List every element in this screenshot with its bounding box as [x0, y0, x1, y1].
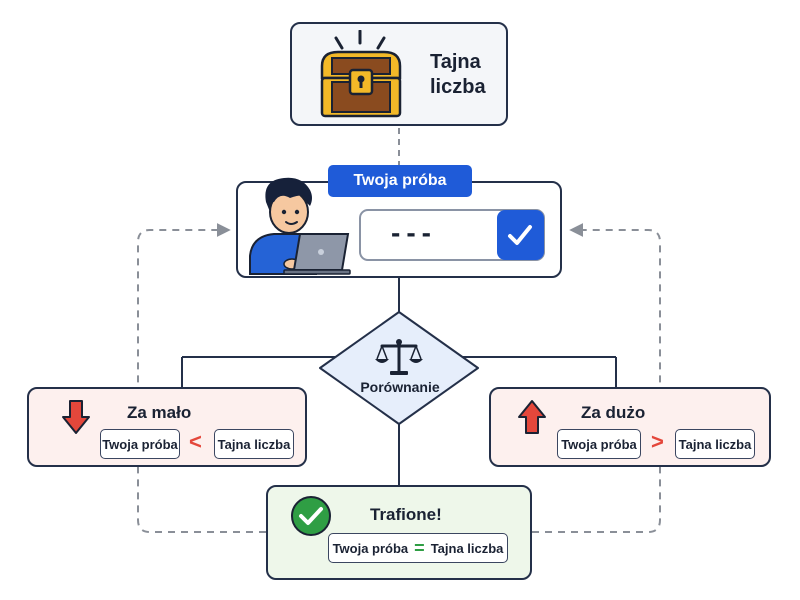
hit-guess-text: Twoja próba — [332, 540, 409, 556]
submit-guess-button[interactable] — [497, 210, 544, 260]
correct-guess-card: Trafione! Twoja próba = Tajna liczba — [266, 485, 532, 580]
checkmark-icon — [508, 225, 532, 245]
secret-number-card: Tajna liczba — [290, 22, 508, 126]
correct-guess-title: Trafione! — [370, 505, 442, 524]
left-loop-arrow — [137, 223, 266, 533]
too-low-secret-chip: Tajna liczba — [214, 429, 294, 459]
too-low-title: Za mało — [127, 403, 192, 422]
too-high-guess-chip: Twoja próba — [557, 429, 641, 459]
less-than-symbol: < — [189, 429, 202, 454]
guess-input-value: --- — [391, 217, 437, 248]
compare-label: Porównanie — [360, 379, 440, 395]
secret-title-line1: Tajna — [430, 51, 481, 73]
arrow-up-icon — [518, 400, 546, 434]
hit-secret-text: Tajna liczba — [430, 540, 504, 556]
too-high-title: Za dużo — [581, 403, 646, 422]
check-circle-icon — [291, 496, 331, 536]
secret-number-title: Tajna liczba — [430, 50, 486, 100]
treasure-chest-icon — [320, 30, 402, 118]
person-at-laptop-icon — [249, 177, 351, 275]
too-high-secret-chip: Tajna liczba — [675, 429, 755, 459]
guess-tag: Twoja próba — [328, 165, 472, 197]
arrow-down-icon — [62, 400, 90, 434]
too-high-card: Za dużo Twoja próba > Tajna liczba — [489, 387, 771, 467]
equals-symbol: = — [414, 537, 425, 558]
balance-scale-icon — [375, 339, 423, 375]
too-low-card: Za mało Twoja próba < Tajna liczba — [27, 387, 307, 467]
right-loop-arrow — [532, 223, 661, 533]
greater-than-symbol: > — [651, 429, 664, 454]
correct-equation-chip: Twoja próba = Tajna liczba — [328, 533, 508, 563]
secret-title-line2: liczba — [430, 76, 486, 98]
too-low-guess-chip: Twoja próba — [100, 429, 180, 459]
